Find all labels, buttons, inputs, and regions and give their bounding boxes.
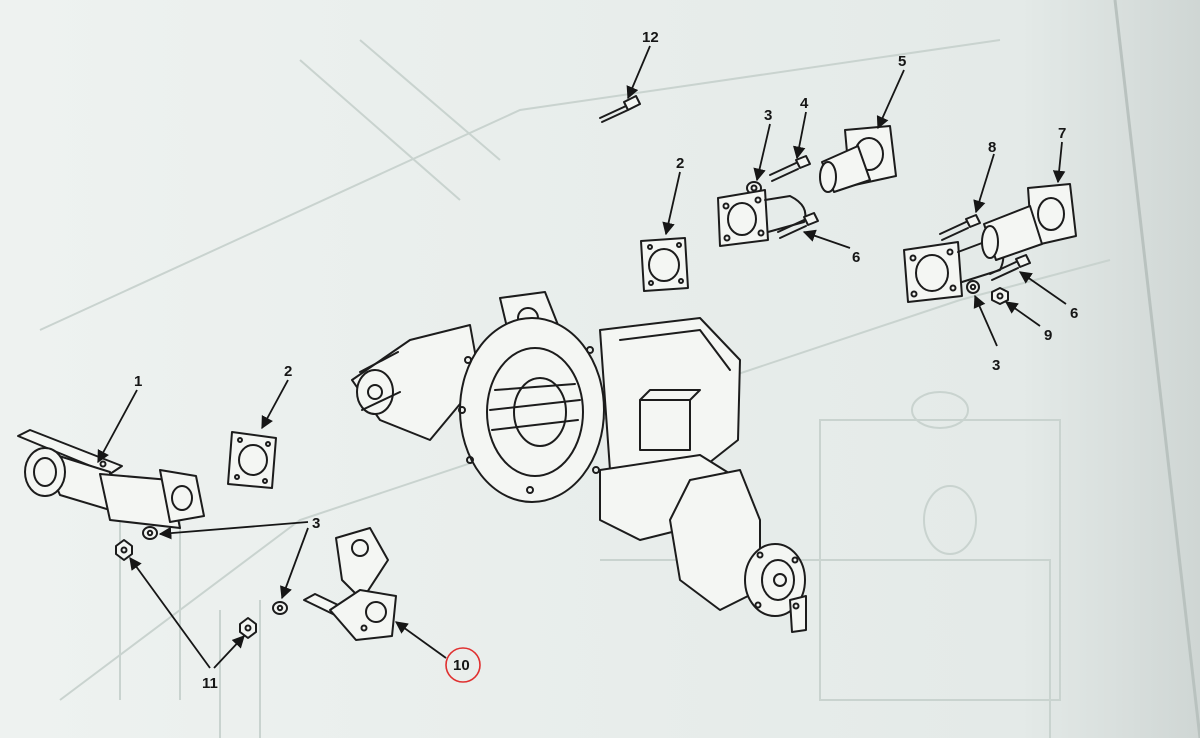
callout-7: 7	[1058, 125, 1066, 142]
item-2-gasket-left	[227, 431, 277, 489]
item-10-bracket	[303, 527, 397, 641]
callout-5: 5	[898, 53, 906, 70]
axle-housing-assembly	[351, 291, 807, 633]
callout-3-lower: 3	[312, 515, 320, 532]
callout-1: 1	[134, 373, 142, 390]
mount-flange-right	[903, 239, 1005, 303]
callout-4: 4	[800, 95, 809, 112]
item-3-nut-lower-b	[272, 601, 288, 615]
callout-3-right: 3	[992, 357, 1000, 374]
callout-11: 11	[202, 675, 218, 692]
page-edge	[1113, 0, 1200, 738]
callout-10: 10	[453, 657, 470, 674]
item-3-nut-right	[966, 280, 980, 294]
callout-3-upper: 3	[764, 107, 772, 124]
item-5-sleeve	[819, 125, 897, 193]
mount-flange-middle	[717, 189, 807, 247]
item-9-nut	[991, 287, 1009, 305]
callout-2-left: 2	[284, 363, 292, 380]
item-1-bracket	[17, 429, 205, 529]
item-6-bolt-right	[989, 254, 1031, 281]
callout-6-middle: 6	[852, 249, 860, 266]
item-6-bolt-middle	[777, 212, 819, 239]
callout-8: 8	[988, 139, 996, 156]
item-11-nut-a	[115, 539, 133, 561]
item-7-sleeve	[981, 183, 1077, 261]
callout-6-right: 6	[1070, 305, 1078, 322]
leader-lines	[97, 45, 1067, 669]
item-3-nut-lower-a	[142, 526, 158, 540]
item-2-gasket-upper	[640, 237, 689, 292]
callout-9: 9	[1044, 327, 1052, 344]
callout-12: 12	[642, 29, 659, 46]
callout-labels: 12 3 4 5 2 6 8 7 6 9 3 1 2 3 11 10	[134, 29, 1078, 692]
callout-2-upper: 2	[676, 155, 684, 172]
item-8-bolt	[939, 214, 981, 241]
item-11-nut-b	[239, 617, 257, 639]
item-10-highlight-ring	[445, 647, 481, 683]
